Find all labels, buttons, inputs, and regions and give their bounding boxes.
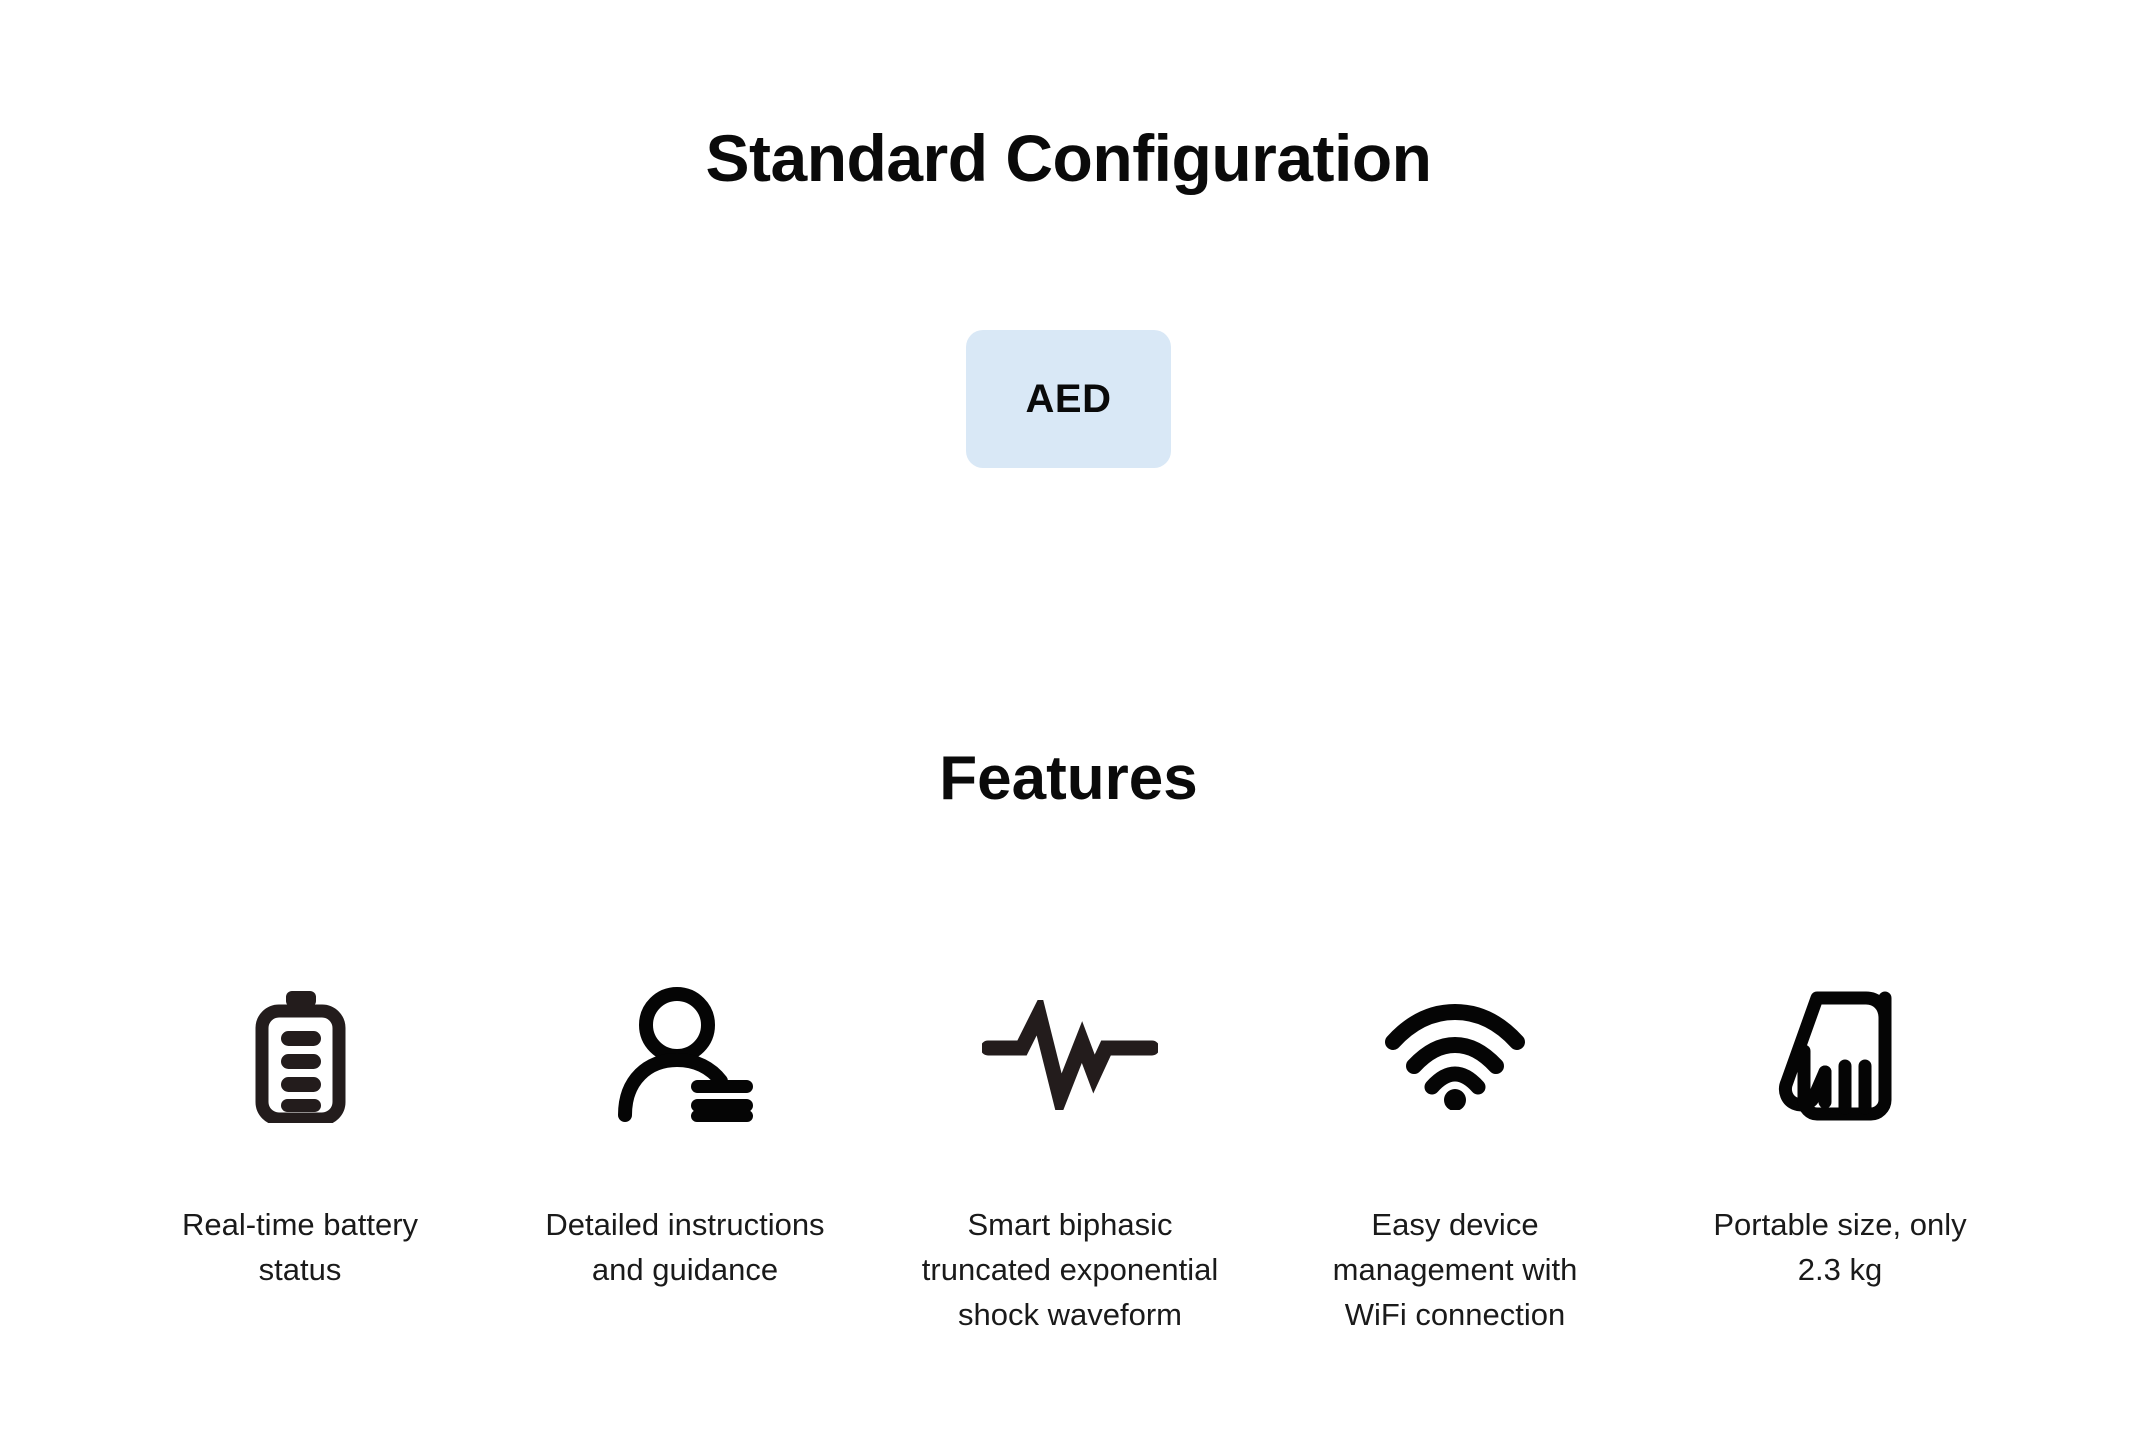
wifi-icon [1384, 985, 1526, 1125]
hand-icon [1777, 985, 1903, 1125]
feature-item-waveform: Smart biphasic truncated exponential sho… [890, 985, 1250, 1338]
features-heading: Features [939, 744, 1198, 813]
features-grid: Real-time battery status Detailed instru… [120, 985, 2020, 1338]
config-badge-aed[interactable]: AED [966, 330, 1171, 468]
feature-label: Portable size, only 2.3 kg [1713, 1207, 1967, 1287]
battery-icon [248, 985, 352, 1125]
feature-label: Real-time battery status [181, 1207, 419, 1287]
person-instructions-icon [615, 985, 755, 1125]
feature-item-portable: Portable size, only 2.3 kg [1660, 985, 2020, 1293]
config-badge-label: AED [1025, 376, 1112, 421]
feature-item-battery: Real-time battery status [120, 985, 480, 1293]
feature-label: Smart biphasic truncated exponential sho… [921, 1207, 1219, 1332]
ecg-waveform-icon [982, 985, 1158, 1125]
feature-label: Easy device management with WiFi connect… [1332, 1207, 1578, 1332]
feature-item-wifi: Easy device management with WiFi connect… [1275, 985, 1635, 1338]
feature-item-instructions: Detailed instructions and guidance [505, 985, 865, 1293]
configuration-row: AED [0, 330, 2137, 468]
page-title: Standard Configuration [705, 121, 1432, 195]
feature-label: Detailed instructions and guidance [545, 1207, 825, 1287]
